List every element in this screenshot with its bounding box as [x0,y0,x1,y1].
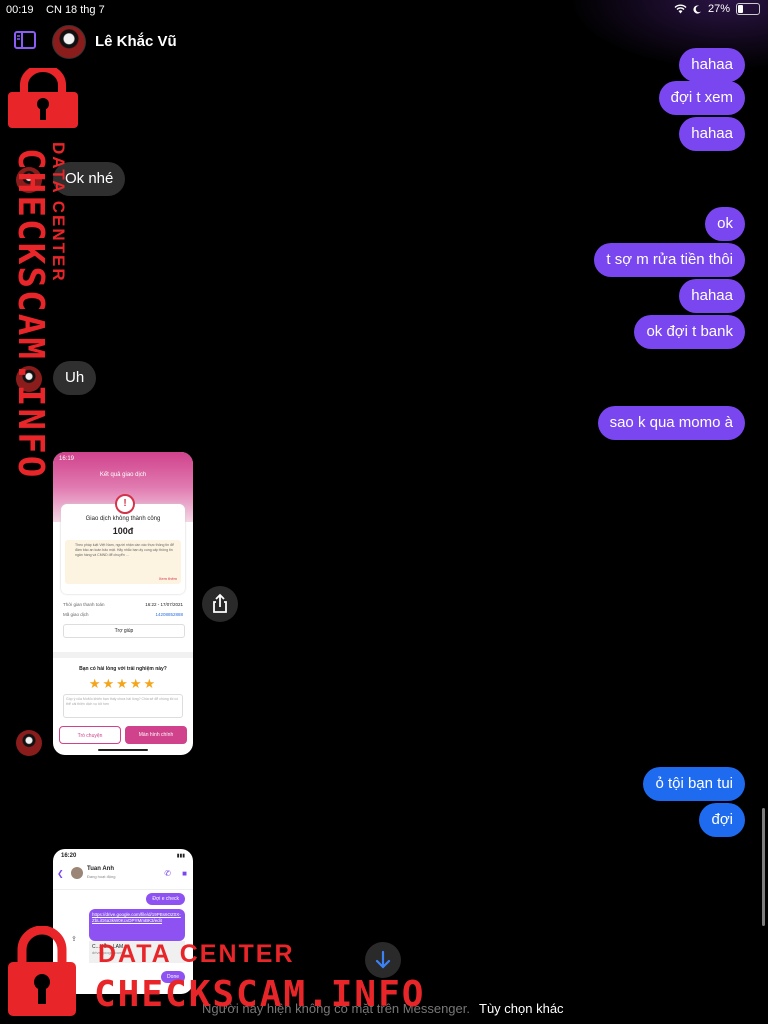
message-outgoing[interactable]: ok đợi t bank [634,315,745,349]
signal-icon: ▮▮▮ [176,853,185,859]
share-button[interactable] [202,586,238,622]
status-time: 00:19 [6,4,34,16]
contact-avatar[interactable] [52,25,86,59]
message-outgoing[interactable]: t sợ m rửa tiền thôi [594,243,745,277]
momo-note-text: Theo pháp luật Việt Nam, người nhận cần … [75,543,174,557]
share-icon-small: ⇪ [71,936,77,943]
momo-help: Trợ giúp [63,624,185,638]
message-incoming[interactable]: Uh [53,361,97,395]
screenshot-attachment-messenger[interactable]: 16:20 ▮▮▮ ❮ Tuan Anh Đang hoạt động ✆ ■ … [53,849,193,994]
message-outgoing[interactable]: hahaa [679,117,745,151]
momo-amount: 100đ [112,526,134,536]
lock-watermark-icon [8,926,76,1016]
momo-time: 16:19 [59,456,75,462]
moon-icon [693,4,702,14]
arrow-down-icon [375,950,391,969]
shot2-domain: drive.google.com [92,950,123,955]
momo-result-card: ! Giao dịch không thành công 100đ Theo p… [61,494,185,594]
phone-icon: ✆ [164,869,171,878]
momo-chat-button: Trò chuyện [59,726,121,744]
shot2-preview-title: C...HỒ... LAM... [92,944,128,950]
momo-feedback-box: Góp ý của MoMo khiến bạn thấy chưa hài l… [63,694,183,718]
shot2-name: Tuan Anh [87,866,114,872]
shot2-chat-header: ❮ Tuan Anh Đang hoạt động ✆ ■ [53,863,193,890]
status-right: 27% [674,3,760,15]
momo-home-button: Màn hình chính [125,726,187,744]
composer-footer: Người này hiện không có mặt trên Messeng… [0,994,768,1024]
momo-heading: Kết quả giao dịch [99,472,147,478]
share-icon [213,593,227,613]
momo-see-more: Xem thêm [158,576,177,581]
chat-header: Lê Khắc Vũ [0,20,768,64]
message-outgoing[interactable]: hahaa [679,48,745,82]
back-icon: ❮ [57,869,64,878]
momo-separator [53,652,193,658]
message-outgoing[interactable]: ỏ tội bạn tui [643,767,745,801]
wifi-icon [674,4,687,14]
lock-watermark-icon [8,68,78,128]
shot2-message: Đợi e check [146,893,185,905]
shot2-link: https://drive.google.com/file/d/19PBs6OZ… [89,909,185,941]
star-rating-icons: ★★★★★ [88,676,158,691]
scroll-down-button[interactable] [365,942,401,978]
momo-time-row: Thời gian thanh toán 16:22 - 17/07/2021 [63,602,183,607]
momo-time-value: 16:22 - 17/07/2021 [145,602,183,607]
shot2-status: Đang hoạt động [87,874,116,879]
scrollbar[interactable] [762,808,765,926]
watermark-site: CHECKSCAM.INFO [94,974,426,1015]
momo-time-label: Thời gian thanh toán [63,602,105,607]
more-options-link[interactable]: Tùy chọn khác [479,1001,564,1016]
contact-avatar-small [16,167,42,193]
message-incoming[interactable]: Ok nhé [53,162,126,196]
unavailable-notice: Người này hiện không có mặt trên Messeng… [202,1001,470,1016]
momo-code-value: 14208852888 [155,612,183,617]
message-outgoing[interactable]: sao k qua momo à [597,406,745,440]
message-outgoing[interactable]: ok [705,207,745,241]
watermark-datacenter: DATA CENTER [98,940,295,968]
shot2-link-preview: C...HỒ... LAM... drive.google.com [89,941,185,963]
message-outgoing[interactable]: đợi [699,803,745,837]
momo-code-row: Mã giao dịch 14208852888 [63,612,183,617]
contact-avatar-small [16,730,42,756]
contact-name[interactable]: Lê Khắc Vũ [95,33,177,50]
video-icon: ■ [182,869,187,878]
momo-rating-question: Bạn có hài lòng với trải nghiệm này? [79,666,167,672]
shot2-avatar [71,867,83,879]
message-outgoing[interactable]: đợi t xem [658,81,745,115]
battery-fill [738,5,743,13]
watermark-vertical-site: CHECKSCAM.INFO [10,148,51,480]
sidebar-toggle-icon[interactable] [14,31,36,49]
alert-icon: ! [115,494,135,514]
momo-fail-title: Giao dịch không thành công [85,516,161,522]
momo-code-label: Mã giao dịch [63,612,89,617]
shot2-done: Done [161,971,185,983]
message-list: hahaa đợi t xem hahaa Ok nhé ok t sợ m r… [0,48,768,994]
battery-icon [736,3,760,15]
screenshot-attachment-momo[interactable]: 16:19 Kết quả giao dịch ! Giao dịch khôn… [53,452,193,755]
message-outgoing[interactable]: hahaa [679,279,745,313]
status-date: CN 18 thg 7 [46,4,105,16]
momo-note: Theo pháp luật Việt Nam, người nhận cần … [65,540,181,584]
watermark-vertical-datacenter: DATA CENTER [49,142,68,283]
home-indicator [98,749,148,751]
shot2-time: 16:20 [61,853,77,859]
battery-percent: 27% [707,3,730,15]
status-bar: 00:19 CN 18 thg 7 27% [0,0,768,20]
contact-avatar-small [16,366,42,392]
